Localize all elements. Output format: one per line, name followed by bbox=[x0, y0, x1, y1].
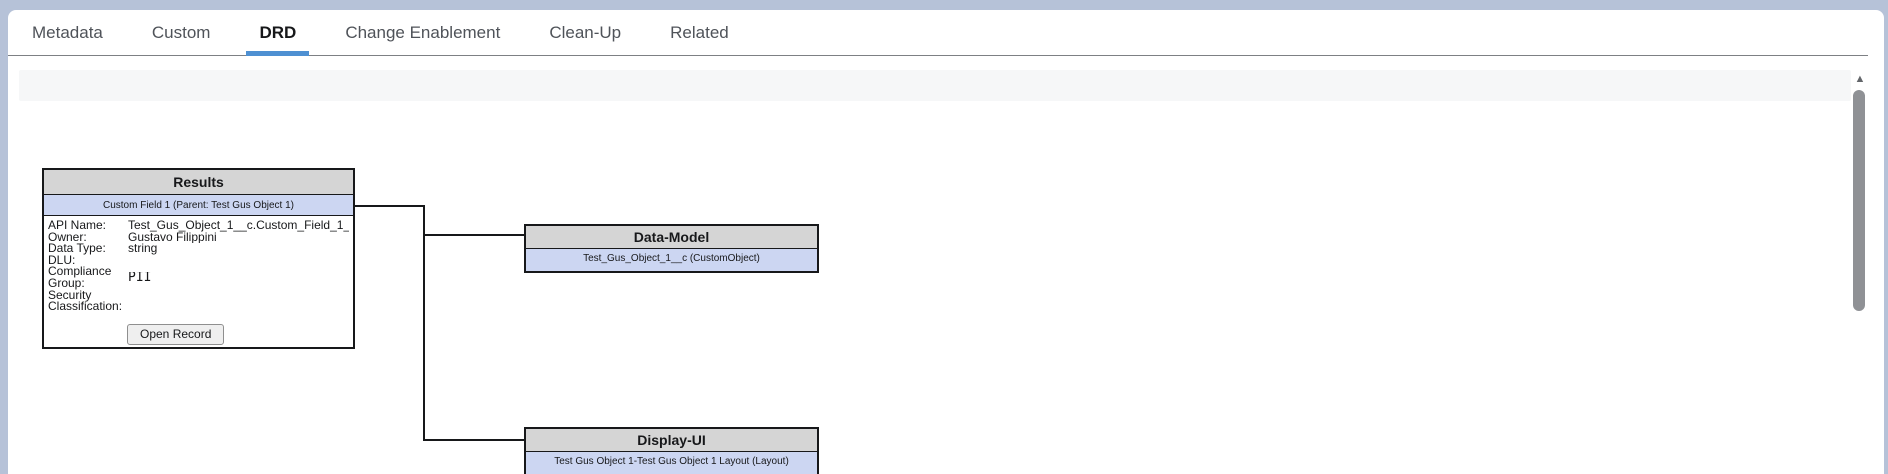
field-value: Gustavo Filippini bbox=[128, 231, 217, 244]
open-record-button[interactable]: Open Record bbox=[127, 324, 225, 345]
field-row-owner: Owner: Gustavo Filippini bbox=[48, 229, 349, 244]
field-label: Data Type: bbox=[48, 241, 106, 256]
field-row-data-type: Data Type: string bbox=[48, 241, 349, 256]
field-row-api-name: API Name: Test_Gus_Object_1__c.Custom_Fi… bbox=[48, 218, 349, 232]
tab-change-enablement[interactable]: Change Enablement bbox=[345, 22, 501, 42]
vertical-scrollbar-thumb[interactable] bbox=[1853, 90, 1865, 311]
tab-clean-up[interactable]: Clean-Up bbox=[549, 22, 622, 42]
field-value: PII bbox=[128, 272, 152, 284]
data-model-node-subtitle: Test_Gus_Object_1__c (CustomObject) bbox=[526, 249, 817, 271]
field-label: Compliance Group: bbox=[48, 264, 112, 290]
field-label: API Name: bbox=[48, 218, 107, 232]
data-model-node-title: Data-Model bbox=[526, 226, 817, 249]
field-row-compliance-group: Compliance Group: PII bbox=[48, 264, 349, 290]
display-ui-node-subtitle: Test Gus Object 1-Test Gus Object 1 Layo… bbox=[526, 452, 817, 474]
field-label: Security Classification: bbox=[48, 287, 123, 314]
field-label: Owner: bbox=[48, 229, 87, 244]
connector-vertical bbox=[423, 205, 425, 441]
field-row-security-classification: Security Classification: bbox=[48, 287, 349, 314]
field-label: DLU: bbox=[48, 252, 76, 267]
display-ui-node: Display-UI Test Gus Object 1-Test Gus Ob… bbox=[524, 427, 819, 474]
data-model-node: Data-Model Test_Gus_Object_1__c (CustomO… bbox=[524, 224, 819, 273]
connector-to-display-ui bbox=[423, 439, 524, 441]
field-value: string bbox=[128, 243, 158, 255]
field-row-dlu: DLU: bbox=[48, 252, 349, 267]
tab-related[interactable]: Related bbox=[670, 22, 729, 42]
results-node-fields: API Name: Test_Gus_Object_1__c.Custom_Fi… bbox=[44, 216, 353, 313]
tab-drd[interactable]: DRD bbox=[246, 10, 310, 56]
tab-metadata[interactable]: Metadata bbox=[32, 22, 103, 42]
connector-to-data-model bbox=[423, 234, 524, 236]
results-node-subtitle: Custom Field 1 (Parent: Test Gus Object … bbox=[44, 195, 353, 216]
results-node: Results Custom Field 1 (Parent: Test Gus… bbox=[42, 168, 355, 349]
scroll-up-icon[interactable]: ▲ bbox=[1854, 73, 1866, 85]
results-node-title: Results bbox=[44, 170, 353, 195]
collapsed-panel-strip[interactable] bbox=[19, 70, 1851, 101]
tab-bar: Metadata Custom DRD Change Enablement Cl… bbox=[8, 10, 1868, 56]
display-ui-node-title: Display-UI bbox=[526, 429, 817, 452]
tab-custom[interactable]: Custom bbox=[151, 22, 211, 42]
field-value: Test_Gus_Object_1__c.Custom_Field_1__c bbox=[128, 220, 349, 232]
connector-results-out bbox=[355, 205, 423, 207]
